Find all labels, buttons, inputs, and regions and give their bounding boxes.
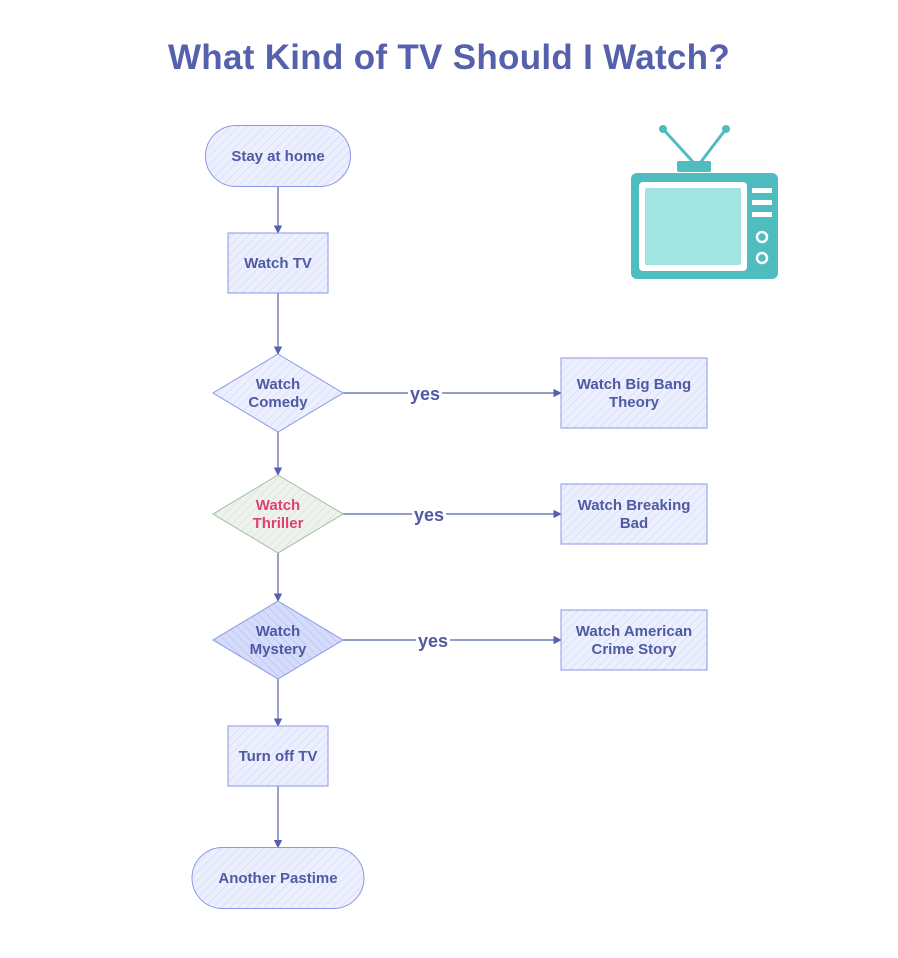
process-shape (560, 609, 708, 671)
node-label: Stay at home (231, 148, 324, 165)
diagram-title: What Kind of TV Should I Watch? (167, 38, 731, 77)
node-watchtv[interactable]: Watch TV (227, 232, 329, 294)
edge-label-yes: yes (418, 631, 448, 651)
edge-mystery-acs: yes (343, 631, 562, 651)
node-pastime[interactable]: Another Pastime (191, 847, 365, 909)
process-shape (560, 357, 708, 429)
edges-layer: yes yes yes (273, 186, 562, 849)
terminal-shape (205, 125, 351, 187)
decision-shape (212, 600, 344, 680)
terminal-shape (191, 847, 365, 909)
edge-label-yes: yes (414, 505, 444, 525)
node-label: Watch (256, 623, 300, 640)
node-label: Turn off TV (239, 748, 318, 765)
node-label: Bad (620, 515, 648, 532)
node-label: Crime Story (591, 641, 677, 658)
node-label: Watch (256, 376, 300, 393)
edge-label-bg (408, 385, 442, 404)
node-label: Another Pastime (218, 870, 337, 887)
edge-thriller-breaking: yes (343, 505, 562, 525)
edge-label-bg (416, 632, 450, 651)
decision-shape (212, 353, 344, 433)
node-label: Watch Big Bang (577, 376, 691, 393)
node-label: Watch American (576, 623, 692, 640)
node-stay[interactable]: Stay at home (205, 125, 351, 187)
edge-label-bg (412, 506, 446, 525)
node-label: Watch (256, 497, 300, 514)
retro-tv-icon (631, 125, 778, 279)
process-shape (227, 232, 329, 294)
process-shape (560, 483, 708, 545)
node-turnoff[interactable]: Turn off TV (227, 725, 329, 787)
node-label: Mystery (250, 641, 307, 658)
edge-label-yes: yes (410, 384, 440, 404)
node-label: Thriller (253, 515, 304, 532)
node-label: Comedy (248, 394, 308, 411)
edge-comedy-bigbang: yes (343, 384, 562, 404)
node-label: Watch Breaking (578, 497, 691, 514)
process-shape (227, 725, 329, 787)
decision-shape (212, 474, 344, 554)
node-label: Watch TV (244, 255, 312, 272)
node-label: Theory (609, 394, 660, 411)
